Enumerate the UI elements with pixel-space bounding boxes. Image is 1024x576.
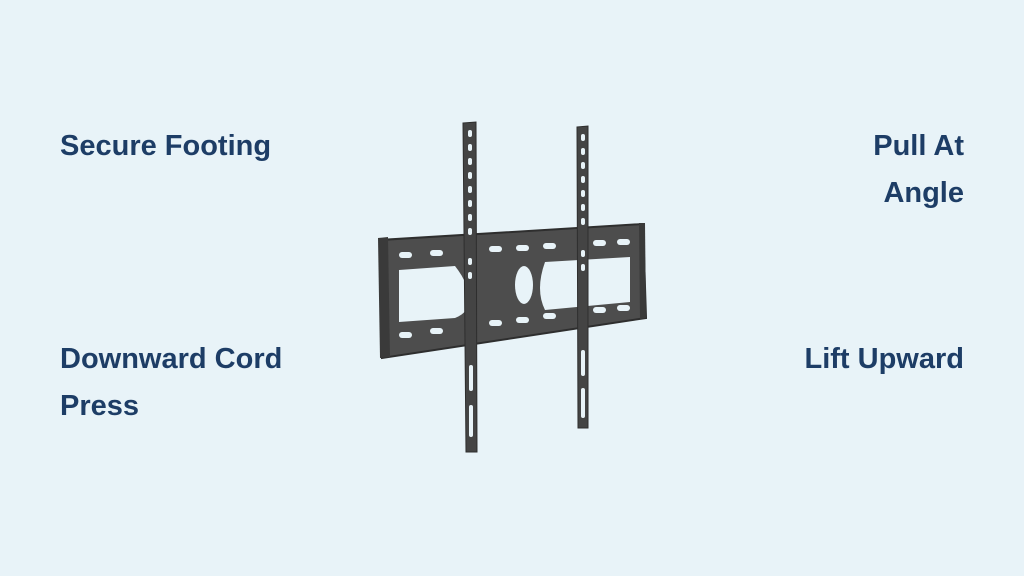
label-text: Lift Upward <box>804 343 965 375</box>
mount-frame <box>378 222 648 360</box>
label-line: Downward Cord <box>60 343 283 375</box>
label-text: Secure Footing <box>60 130 272 162</box>
left-vertical-bracket <box>462 121 478 453</box>
right-vertical-bracket <box>576 125 589 429</box>
label-pull-at-angle: Pull At Angle <box>873 123 964 217</box>
label-line: Pull At <box>873 130 964 162</box>
label-secure-footing: Secure Footing <box>60 123 271 170</box>
label-line: Press <box>60 390 140 422</box>
label-lift-upward: Lift Upward <box>805 336 965 383</box>
label-line: Angle <box>883 177 964 209</box>
